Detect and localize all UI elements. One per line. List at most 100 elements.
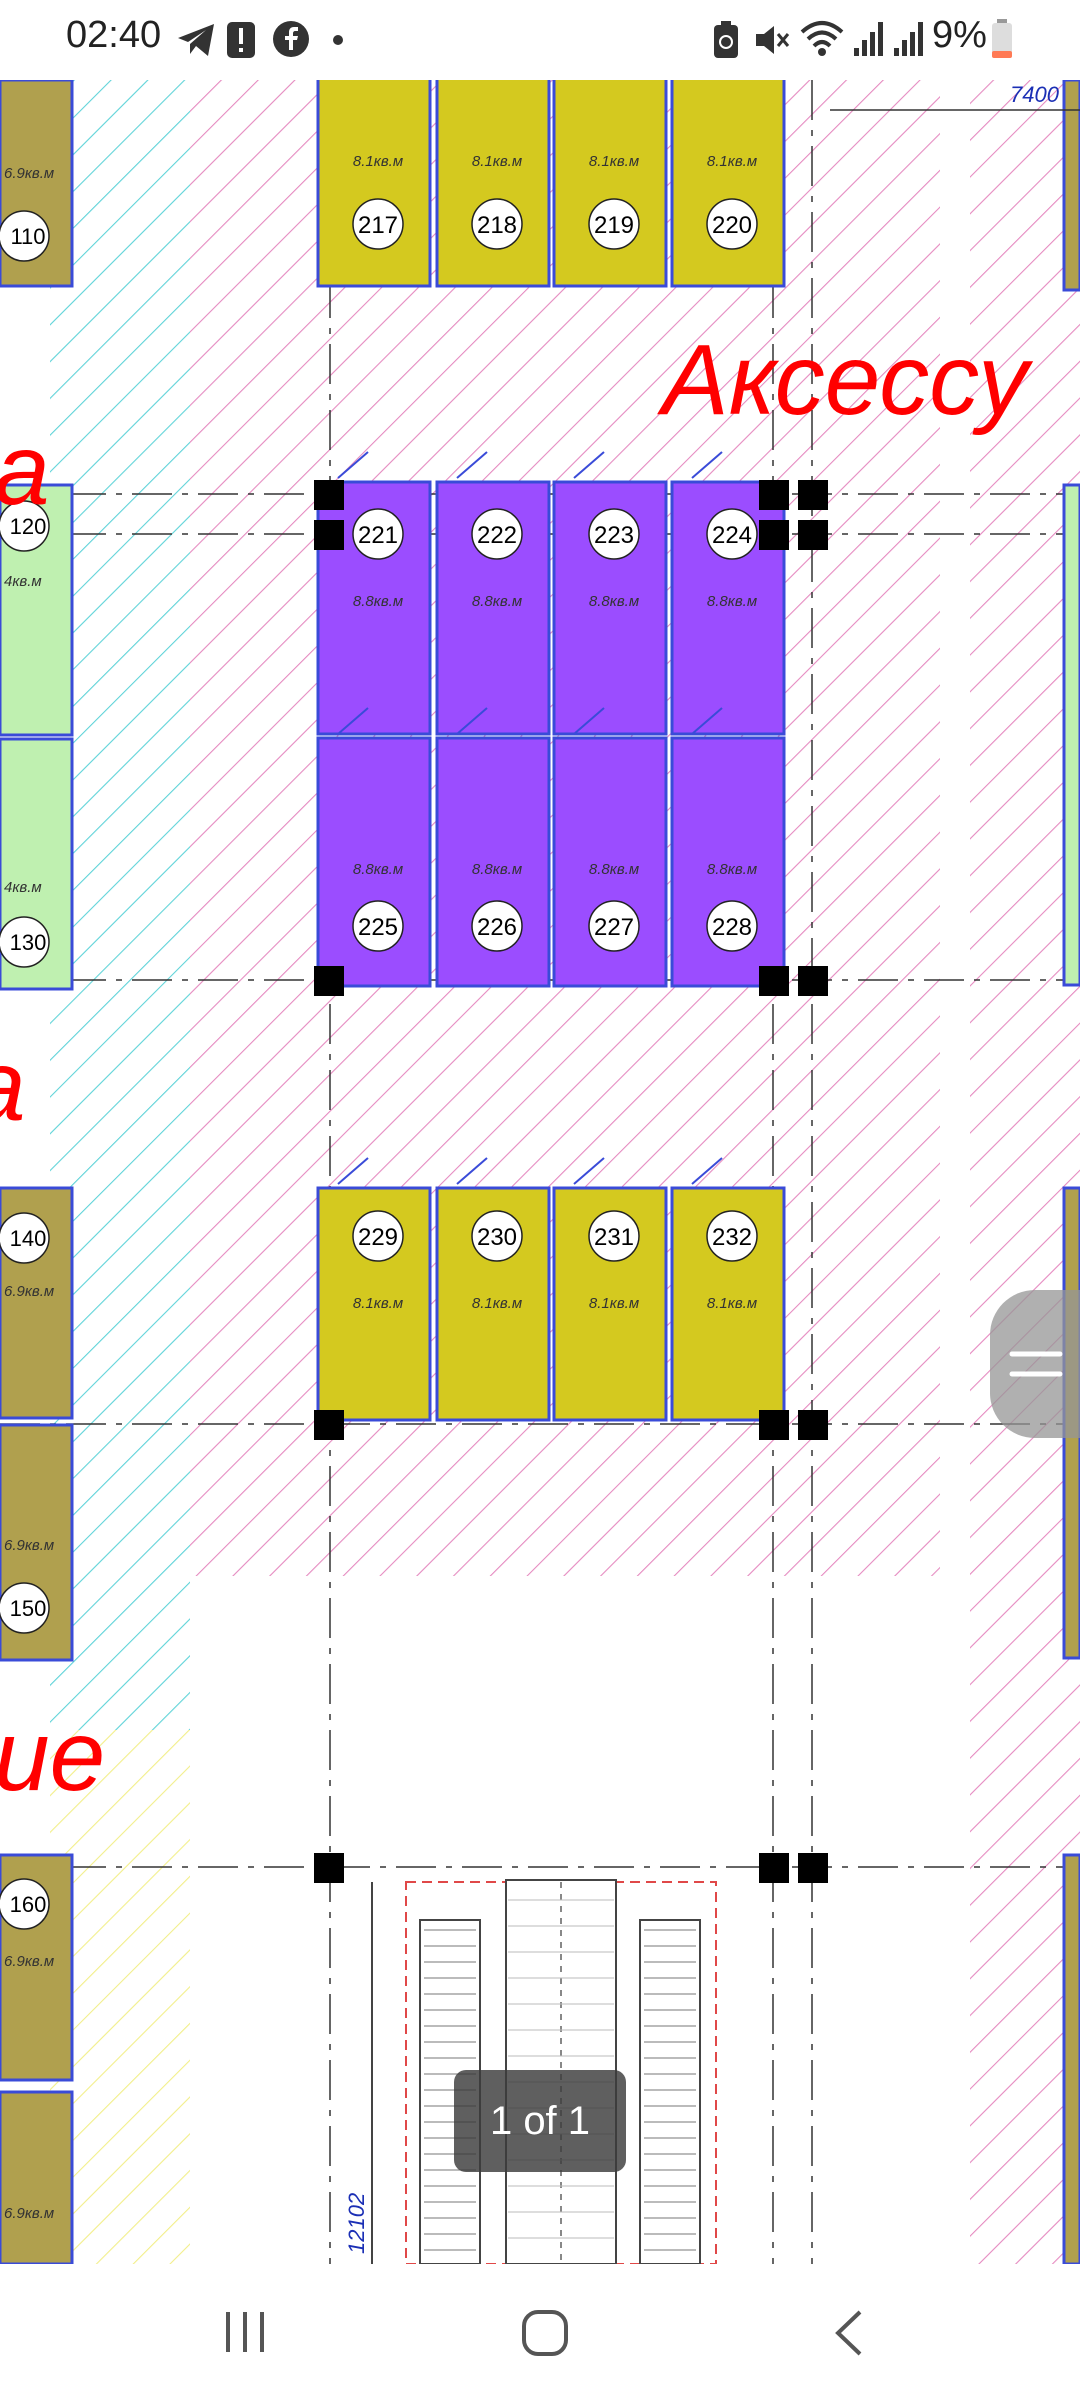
unit-area: 8.1кв.м [353,153,403,170]
unit-number: 130 [10,930,47,955]
unit-area: 6.9кв.м [4,1953,54,1970]
unit-area: 8.8кв.м [353,593,403,610]
unit-number: 221 [358,522,398,549]
unit-area: 8.1кв.м [707,153,757,170]
page-indicator: 1 of 1 [454,2070,626,2172]
unit-area: 8.8кв.м [472,861,522,878]
signal-icon [894,22,923,56]
unit-number-badge [588,198,640,250]
unit-number: 227 [594,914,634,941]
store-unit-220[interactable] [670,80,786,288]
unit-area: 8.8кв.м [589,593,639,610]
door-swing [691,1157,723,1185]
unit-number-badge [0,1582,50,1634]
unit-number: 219 [594,212,634,239]
dimension-12102: 12102 [344,2193,369,2254]
dimension-7400: 7400 [1010,82,1060,107]
unit-number-badge [0,210,50,262]
unit-number-badge [706,1210,758,1262]
unit-number-badge [352,900,404,952]
zone-label-a1: а [0,414,50,526]
status-bar: 02:40 9% [0,0,1080,80]
unit-area: 8.8кв.м [707,593,757,610]
scroll-handle[interactable] [990,1290,1080,1438]
unit-area: 6.9кв.м [4,165,54,182]
door-swing [573,1157,605,1185]
door-swing [456,707,488,735]
unit-number: 160 [10,1892,47,1917]
unit-area: 8.1кв.м [472,1295,522,1312]
home-icon[interactable] [520,2308,570,2358]
recent-apps-icon[interactable] [220,2308,270,2356]
left-unit-numbers: 1101201301401501606.9кв.м6.9кв.м6.9кв.м6… [0,165,54,2222]
unit-number: 224 [712,522,752,549]
unit-number: 110 [10,224,45,249]
zone-label-aksessuary: Аксессу [657,324,1034,436]
store-unit-217[interactable] [316,80,432,288]
back-icon[interactable] [830,2308,870,2358]
door-swing [573,451,605,479]
store-unit-219[interactable] [552,80,668,288]
unit-area: 8.8кв.м [353,861,403,878]
dot-icon [333,35,343,45]
wifi-icon [800,21,844,56]
door-swing [573,707,605,735]
store-unit-218[interactable] [435,80,551,288]
unit-number-badge [471,900,523,952]
navigation-bar [0,2264,1080,2400]
unit-number-badge [0,500,50,552]
unit-number: 218 [477,212,517,239]
unit-number-badge [706,900,758,952]
telegram-icon [178,24,214,56]
floor-plan-viewer[interactable]: 217 8.1кв.м 218 8.1кв.м 219 8.1кв.м 220 8.1кв.м… [0,80,1080,2264]
door-swing [337,451,369,479]
unit-number-badge [352,1210,404,1262]
unit-block-purple: 221 8.8кв.м 222 8.8кв.м 223 8.8кв.м 224 8.8кв.м… [316,451,786,988]
unit-number: 232 [712,1224,752,1251]
unit-number-badge [706,508,758,560]
unit-area: 8.8кв.м [707,861,757,878]
unit-area: 8.8кв.м [472,593,522,610]
unit-area: 6.9кв.м [4,1283,54,1300]
door-swing [337,707,369,735]
unit-area: 8.8кв.м [589,861,639,878]
zone-label-ie: ие [0,1700,105,1812]
unit-number: 226 [477,914,517,941]
signal-icon [854,22,883,56]
door-swing [691,451,723,479]
unit-number-badge [0,916,50,968]
battery-saver-icon [714,21,738,58]
unit-number: 140 [10,1226,47,1251]
unit-number-badge [471,508,523,560]
unit-number: 220 [712,212,752,239]
facebook-icon [273,21,309,57]
unit-number: 222 [477,522,517,549]
unit-number-badge [352,198,404,250]
unit-number-badge [706,198,758,250]
unit-number: 230 [477,1224,517,1251]
alert-icon [227,22,255,58]
status-time: 02:40 [66,14,162,56]
battery-icon [992,19,1012,58]
door-swing [456,451,488,479]
door-swing [456,1157,488,1185]
unit-number-badge [0,1878,50,1930]
floor-plan-drawing[interactable]: 217 8.1кв.м 218 8.1кв.м 219 8.1кв.м 220 8.1кв.м… [0,80,1080,2264]
unit-number-badge [352,508,404,560]
unit-area: 4кв.м [4,573,42,590]
mute-icon [756,26,790,54]
unit-number: 225 [358,914,398,941]
unit-number: 223 [594,522,634,549]
unit-number-badge [0,1212,50,1264]
unit-number: 120 [10,514,47,539]
unit-area: 6.9кв.м [4,2205,54,2222]
unit-area: 6.9кв.м [4,1537,54,1554]
unit-area: 8.1кв.м [707,1295,757,1312]
unit-area: 8.1кв.м [589,153,639,170]
unit-number-badge [588,1210,640,1262]
unit-number: 228 [712,914,752,941]
unit-number-badge [471,1210,523,1262]
unit-number: 217 [358,212,398,239]
